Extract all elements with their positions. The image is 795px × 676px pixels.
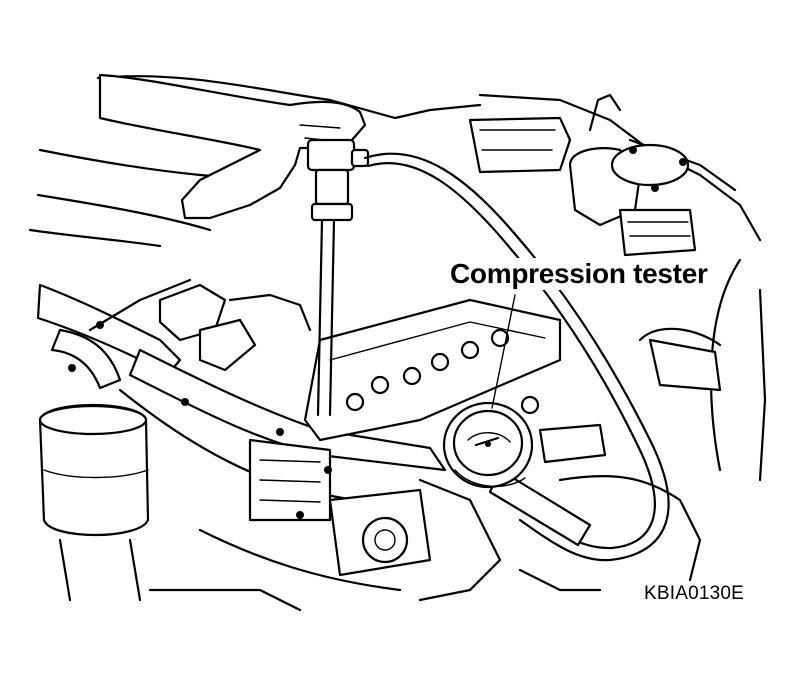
figure-code: KBIA0130E (644, 583, 745, 604)
hose-icon (363, 152, 670, 562)
valve-cover-bolts (345, 328, 540, 415)
engine-bay-background (28, 75, 767, 612)
callout-leader-line (491, 294, 516, 409)
spark-plug-adapter (306, 138, 370, 417)
compression-gauge-icon (442, 401, 592, 547)
callout-label-compression-tester: Compression tester (446, 258, 712, 290)
hand-icon (98, 73, 367, 220)
